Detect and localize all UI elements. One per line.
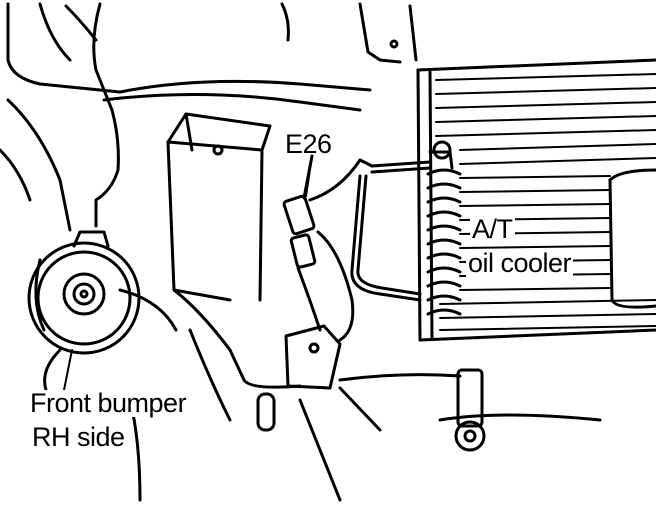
wiring-left <box>64 2 120 228</box>
lower-bracket <box>128 368 602 502</box>
cooler-label-line2: oil cooler <box>466 248 574 278</box>
cooler-label-line1: A/T <box>470 214 515 244</box>
bumper-label-line1: Front bumper <box>28 388 189 418</box>
oil-cooler <box>416 58 656 342</box>
connector-label: E26 <box>285 129 332 159</box>
horn <box>27 230 141 392</box>
leader-lines <box>61 155 313 401</box>
bumper-label-line2: RH side <box>30 422 127 452</box>
cooler-pipes <box>350 140 454 302</box>
cooler-fins <box>435 73 656 331</box>
radiator-stay <box>118 112 302 422</box>
cooler-coils <box>426 168 462 316</box>
body-panel <box>0 2 418 232</box>
